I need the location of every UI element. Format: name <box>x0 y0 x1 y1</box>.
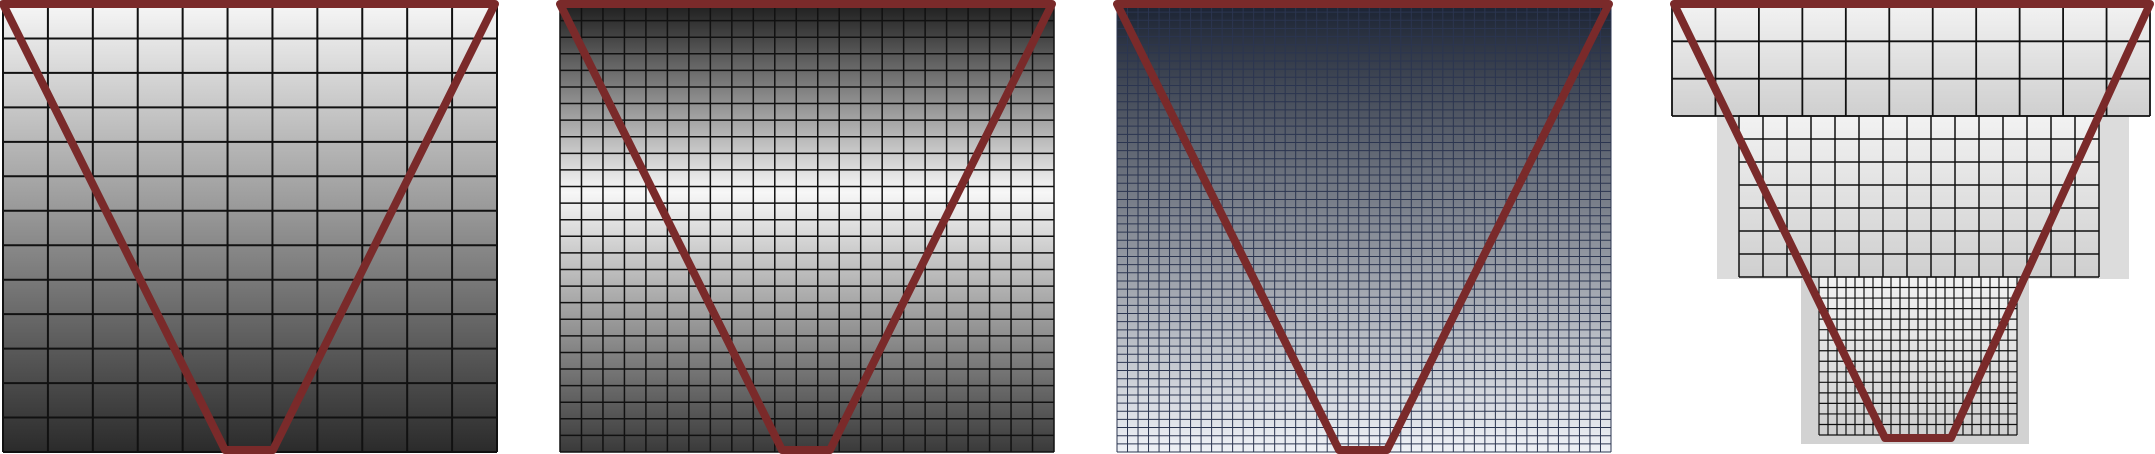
panel-uniform-fine <box>1113 0 1613 454</box>
panel-multi-resolution <box>1670 0 2154 444</box>
grid-lines <box>2 3 498 453</box>
grid-lines <box>1738 115 2100 278</box>
panel-3-frustum-outline <box>1113 0 1613 454</box>
grid-lines <box>1818 276 2018 436</box>
panel-2-background <box>560 4 1054 452</box>
panel-2-frustum-outline <box>556 0 1056 454</box>
panel-1-frustum-outline <box>0 0 499 454</box>
panel-4-frustum-outline <box>1670 0 2154 442</box>
panel-uniform-medium <box>556 0 1056 454</box>
level-1-background <box>1672 4 2150 116</box>
panel-3-background <box>1117 4 1611 452</box>
panel-1-grid-lines <box>2 3 498 453</box>
panel-uniform-coarse <box>0 0 499 454</box>
panel-1-background <box>3 4 497 452</box>
